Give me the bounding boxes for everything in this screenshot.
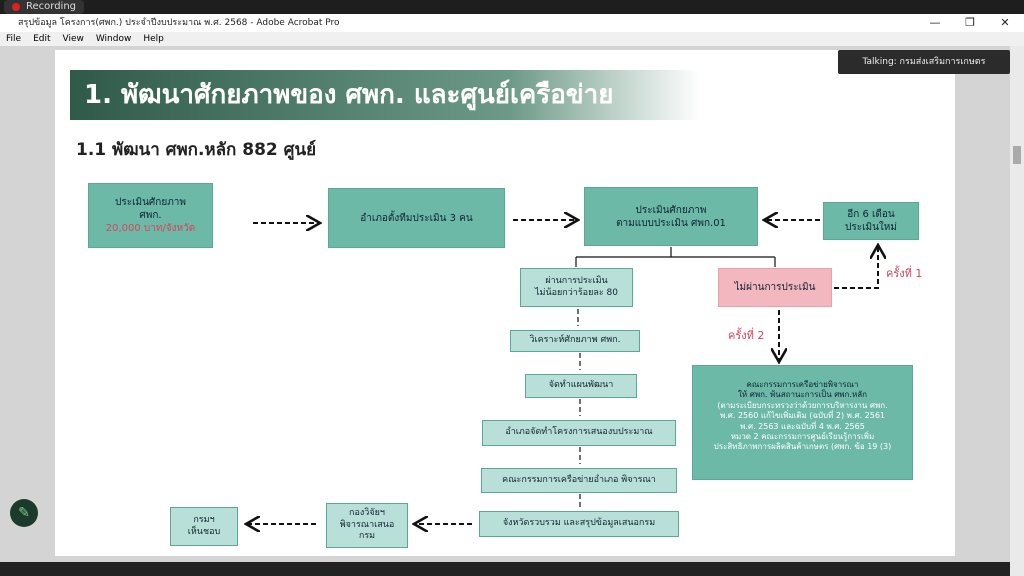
menu-file[interactable]: File: [6, 34, 22, 44]
title-bar: สรุปข้อมูล โครงการ(ศพก.) ประจำปีงบประมาณ…: [0, 14, 1024, 32]
assess-line2: ศพก.: [139, 210, 162, 221]
committee-line: ประสิทธิภาพการผลิตสินค้าเกษตร (ศพก. ข้อ …: [713, 442, 892, 452]
bottom-bar: [0, 562, 1010, 576]
chain-step: จังหวัดรวบรวม และสรุปข้อมูลเสนอกรม: [479, 511, 679, 537]
division-line3: กรม: [358, 531, 376, 542]
maximize-button[interactable]: ❐: [965, 16, 975, 29]
menu-view[interactable]: View: [62, 34, 84, 44]
committee-line: (ตามระเบียบกระทรวงว่าด้วยการบริหารงาน ศพ…: [717, 400, 888, 410]
time1-label: ครั้งที่ 1: [886, 267, 923, 280]
scrollbar[interactable]: [1010, 46, 1024, 576]
top-bar: [0, 0, 1024, 14]
close-button[interactable]: ✕: [1000, 16, 1010, 29]
evaluate-box: ประเมินศักยภาพตามแบบประเมิน ศพก.01: [584, 187, 758, 246]
chain-step: จัดทำแผนพัฒนา: [525, 374, 637, 398]
recording-indicator: Recording: [4, 0, 85, 14]
division-line1: กองวิจัยฯ: [349, 507, 385, 518]
reassess-line2: ประเมินใหม่: [844, 222, 897, 233]
committee-line: คณะกรรมการเครือข่ายพิจารณา: [746, 380, 859, 389]
committee-line: ให้ ศพก. พ้นสถานะการเป็น ศพก.หลัก: [738, 390, 867, 400]
team-box: อำเภอตั้งทีมประเมิน 3 คน: [328, 188, 505, 248]
committee-line: หมวด 2 คณะกรรมการศูนย์เรียนรู้การเพิ่ม: [730, 431, 875, 441]
pass-line1: ผ่านการประเมิน: [545, 275, 608, 286]
scrollbar-thumb[interactable]: [1013, 146, 1021, 164]
slide-subtitle: 1.1 พัฒนา ศพก.หลัก 882 ศูนย์: [76, 140, 317, 160]
committee-line: พ.ศ. 2560 แก้ไขเพิ่มเติม (ฉบับที่ 2) พ.ศ…: [719, 411, 886, 421]
chain-step: อำเภอจัดทำโครงการเสนองบประมาณ: [482, 420, 676, 446]
committee-line: พ.ศ. 2563 และฉบับที่ 4 พ.ศ. 2565: [740, 421, 865, 431]
pen-icon[interactable]: ✎: [10, 499, 38, 527]
fail-box: ไม่ผ่านการประเมิน: [718, 268, 832, 307]
department-line2: เห็นชอบ: [187, 526, 221, 537]
minimize-button[interactable]: —: [929, 16, 941, 29]
talking-notification: Talking: กรมส่งเสริมการเกษตร: [838, 50, 1010, 74]
chain-step: วิเคราะห์ศักยภาพ ศพก.: [510, 330, 640, 352]
department-line1: กรมฯ: [193, 514, 215, 525]
slide-title: 1. พัฒนาศักยภาพของ ศพก. และศูนย์เครือข่า…: [70, 70, 700, 120]
reassess-box: อีก 6 เดือนประเมินใหม่: [823, 202, 919, 240]
evaluate-line1: ประเมินศักยภาพ: [635, 204, 707, 216]
division-line2: พิจารณาเสนอ: [339, 519, 395, 530]
assess-budget: 20,000 บาท/จังหวัด: [105, 223, 196, 234]
pass-line2: ไม่น้อยกว่าร้อยละ 80: [534, 287, 619, 298]
menu-bar: File Edit View Window Help: [0, 32, 1024, 46]
assess-box: ประเมินศักยภาพศพก. 20,000 บาท/จังหวัด: [88, 183, 213, 248]
pass-box: ผ่านการประเมินไม่น้อยกว่าร้อยละ 80: [520, 268, 633, 307]
time2-label: ครั้งที่ 2: [728, 329, 765, 342]
window-title: สรุปข้อมูล โครงการ(ศพก.) ประจำปีงบประมาณ…: [18, 18, 340, 28]
evaluate-line2: ตามแบบประเมิน ศพก.01: [616, 217, 726, 229]
division-box: กองวิจัยฯพิจารณาเสนอกรม: [326, 503, 408, 548]
assess-line1: ประเมินศักยภาพ: [115, 197, 186, 208]
committee-box: คณะกรรมการเครือข่ายพิจารณา ให้ ศพก. พ้นส…: [692, 365, 913, 480]
reassess-line1: อีก 6 เดือน: [847, 209, 895, 220]
department-box: กรมฯเห็นชอบ: [170, 507, 238, 546]
menu-help[interactable]: Help: [143, 34, 164, 44]
chain-step: คณะกรรมการเครือข่ายอำเภอ พิจารณา: [481, 468, 677, 493]
menu-window[interactable]: Window: [95, 34, 132, 44]
menu-edit[interactable]: Edit: [33, 34, 51, 44]
